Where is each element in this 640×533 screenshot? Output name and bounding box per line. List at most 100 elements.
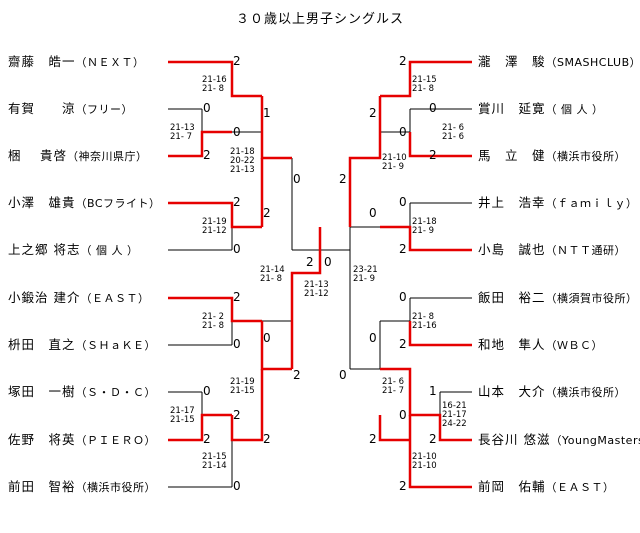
- games-won: 2: [293, 368, 301, 382]
- games-won: 0: [399, 290, 407, 304]
- games-won: 0: [263, 331, 271, 345]
- player-affiliation: （横浜市役所）: [75, 481, 157, 494]
- games-won: 0: [429, 101, 437, 115]
- left-player-1: 齋藤 皓一（ＮＥＸＴ）: [8, 54, 145, 71]
- left-player-9: 佐野 将英（ＰＩＥＲＯ）: [8, 432, 156, 449]
- games-won: 0: [339, 368, 347, 382]
- games-won: 0: [203, 384, 211, 398]
- games-won: 2: [233, 408, 241, 422]
- player-name: 有賀 涼: [8, 101, 76, 116]
- right-player-8: 山本 大介（横浜市役所）: [478, 384, 626, 401]
- games-won: 2: [233, 195, 241, 209]
- games-won: 0: [233, 125, 241, 139]
- games-won: 2: [203, 148, 211, 162]
- page-title: ３０歳以上男子シングルス: [235, 12, 404, 27]
- player-affiliation: （横須賀市役所）: [545, 292, 638, 305]
- games-won: 2: [203, 432, 211, 446]
- player-name: 小澤 雄貴: [8, 195, 76, 210]
- right-player-1: 瀧 澤 駿（SMASHCLUB）: [478, 54, 640, 71]
- player-affiliation: （ 個 人 ）: [80, 244, 139, 257]
- games-won: 2: [339, 172, 347, 186]
- games-won: 0: [369, 206, 377, 220]
- player-affiliation: （横浜市役所）: [545, 150, 627, 163]
- left-player-3: 梱 貴啓（神奈川県庁）: [8, 148, 147, 165]
- games-won: 0: [324, 255, 332, 269]
- player-affiliation: （ＮＴＴ通研）: [545, 244, 627, 257]
- player-name: 賞川 延寛: [478, 101, 546, 116]
- right-player-5: 小島 誠也（ＮＴＴ通研）: [478, 242, 626, 259]
- right-player-4: 井上 浩幸（ｆａｍｉｌｙ）: [478, 195, 638, 212]
- player-name: 上之郷 将志: [8, 242, 81, 257]
- player-affiliation: （ｆａｍｉｌｙ）: [545, 197, 638, 210]
- player-affiliation: （横浜市役所）: [545, 386, 627, 399]
- player-name: 塚田 一樹: [8, 384, 76, 399]
- player-name: 佐野 将英: [8, 432, 76, 447]
- player-affiliation: （フリー）: [75, 103, 134, 116]
- right-player-3: 馬 立 健（横浜市役所）: [478, 148, 626, 165]
- games-won: 2: [263, 432, 271, 446]
- games-won: 2: [369, 106, 377, 120]
- player-name: 和地 隼人: [478, 337, 546, 352]
- games-won: 0: [203, 101, 211, 115]
- games-won: 2: [263, 206, 271, 220]
- player-affiliation: （SMASHCLUB）: [545, 56, 640, 69]
- games-won: 0: [399, 195, 407, 209]
- player-affiliation: （ＷＢＣ）: [545, 339, 604, 352]
- left-player-5: 上之郷 将志（ 個 人 ）: [8, 242, 138, 259]
- player-name: 齋藤 皓一: [8, 54, 76, 69]
- player-affiliation: （ＳＨａＫＥ）: [75, 339, 157, 352]
- player-affiliation: （神奈川県庁）: [66, 150, 148, 163]
- left-player-10: 前田 智裕（横浜市役所）: [8, 479, 156, 496]
- player-name: 前岡 佑輔: [478, 479, 546, 494]
- player-name: 瀧 澤 駿: [478, 54, 546, 69]
- player-name: 前田 智裕: [8, 479, 76, 494]
- right-player-6: 飯田 裕二（横須賀市役所）: [478, 290, 638, 307]
- games-won: 0: [233, 242, 241, 256]
- right-player-7: 和地 隼人（ＷＢＣ）: [478, 337, 603, 354]
- player-name: 井上 浩幸: [478, 195, 546, 210]
- player-affiliation: （ＥＡＳＴ）: [80, 292, 150, 305]
- player-affiliation: （ＮＥＸＴ）: [75, 56, 145, 69]
- player-name: 長谷川 悠滋: [478, 432, 551, 447]
- games-won: 2: [399, 337, 407, 351]
- player-name: 梱 貴啓: [8, 148, 67, 163]
- player-affiliation: （ＥＡＳＴ）: [545, 481, 615, 494]
- games-won: 0: [399, 408, 407, 422]
- left-player-6: 小鍛治 建介（ＥＡＳＴ）: [8, 290, 149, 307]
- player-affiliation: （BCフライト）: [75, 197, 161, 210]
- player-affiliation: （Ｓ・Ｄ・Ｃ）: [75, 386, 157, 399]
- games-won: 2: [306, 255, 314, 269]
- games-won: 0: [293, 172, 301, 186]
- player-name: 小鍛治 建介: [8, 290, 81, 305]
- player-name: 飯田 裕二: [478, 290, 546, 305]
- player-affiliation: （ 個 人 ）: [545, 103, 604, 116]
- games-won: 2: [429, 148, 437, 162]
- player-affiliation: （YoungMasters）: [550, 434, 640, 447]
- right-player-10: 前岡 佑輔（ＥＡＳＴ）: [478, 479, 615, 496]
- games-won: 0: [233, 479, 241, 493]
- left-player-4: 小澤 雄貴（BCフライト）: [8, 195, 161, 212]
- games-won: 1: [263, 106, 271, 120]
- games-won: 2: [399, 54, 407, 68]
- games-won: 2: [233, 290, 241, 304]
- player-affiliation: （ＰＩＥＲＯ）: [75, 434, 157, 447]
- left-player-7: 枡田 直之（ＳＨａＫＥ）: [8, 337, 156, 354]
- games-won: 0: [233, 337, 241, 351]
- games-won: 2: [399, 242, 407, 256]
- right-player-2: 賞川 延寛（ 個 人 ）: [478, 101, 604, 118]
